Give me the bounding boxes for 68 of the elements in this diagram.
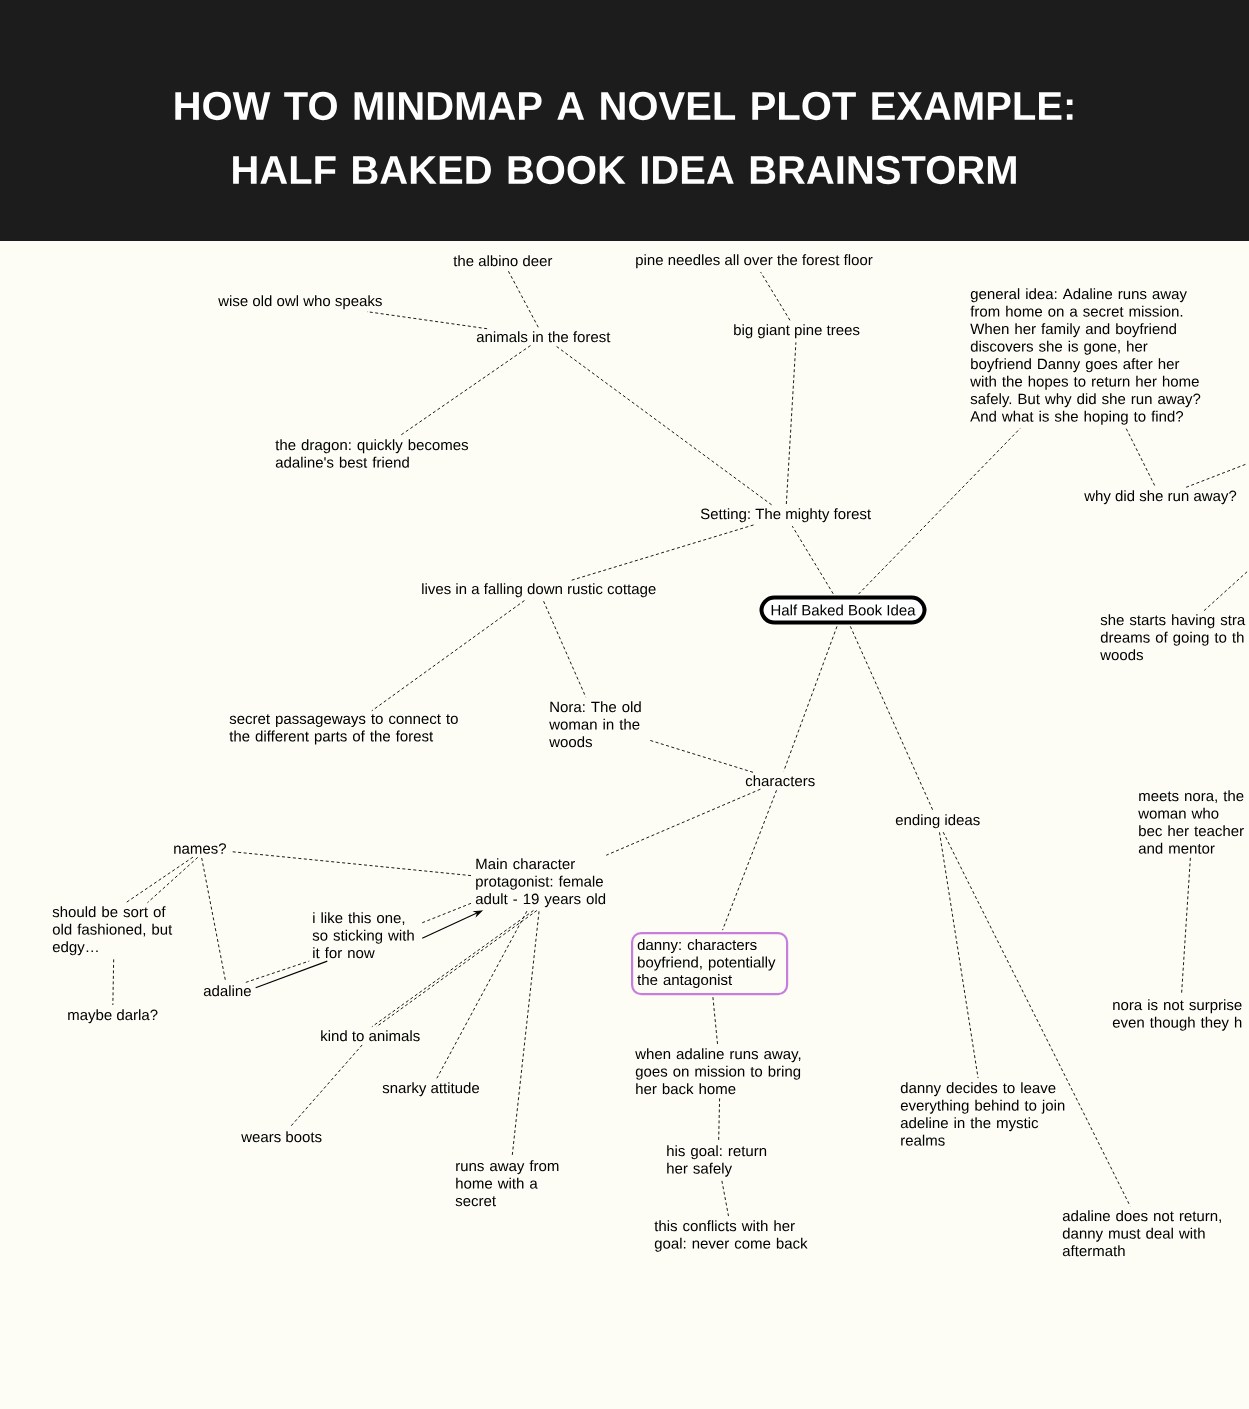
- topic-text: lives in a falling down rustic cottage: [422, 583, 656, 598]
- topic-text: runs away from home with a secret: [455, 1160, 559, 1207]
- topic-box: danny: characters boyfriend, potentially the antagonist: [631, 932, 789, 996]
- topic-text: secret passageways to connect to the different parts of the forest: [229, 714, 458, 745]
- topic-text: ending ideas: [895, 814, 980, 829]
- connector-line: [201, 857, 226, 982]
- topic-text: adaline: [203, 985, 251, 997]
- connector-line: [371, 600, 525, 712]
- topic-text: Main character protagonist: female adult - 19 years old: [475, 858, 606, 908]
- topic-text: nora is not surprise even though they h: [1112, 999, 1242, 1031]
- connector-line: [718, 1098, 721, 1142]
- topic-text: wears boots: [241, 1131, 322, 1143]
- topic-text: this conflicts with her goal: never come back: [654, 1220, 808, 1252]
- topic-text: maybe darla?: [68, 1009, 158, 1024]
- topic-text: big giant pine trees: [734, 324, 860, 339]
- topic-text: kind to animals: [321, 1030, 420, 1042]
- connector-line: [760, 271, 791, 321]
- connector-line: [245, 960, 310, 983]
- connector-line: [570, 524, 754, 581]
- connector-line: [939, 831, 979, 1079]
- topic-text: danny decides to leave everything behind to join adeline in the mystic realms: [900, 1082, 1065, 1146]
- topic-text: snarky attitude: [382, 1082, 480, 1097]
- connector-line: [649, 740, 754, 773]
- connector-line: [722, 789, 777, 931]
- topic-text: general idea: Adaline runs away from home on a secret mission. When her family and boyfriend discovers she is gone, her boyfriend Danny goes after her with the hopes to return her home safely. But why did she run away? And what is she hoping to find?: [970, 288, 1201, 425]
- topic-text: she starts having stra dreams of going to th woods: [1100, 614, 1246, 661]
- title-banner: HOW TO MINDMAP A NOVEL PLOT EXAMPLE: HALF BAKED BOOK IDEA BRAINSTORM: [0, 0, 1249, 241]
- connector-line: [942, 831, 1131, 1207]
- connector-line: [849, 625, 934, 811]
- topic-text: why did she run away?: [1084, 490, 1237, 505]
- connector-line: [147, 856, 199, 904]
- connector-line: [1125, 428, 1156, 487]
- topic-text: his goal: return her safely: [667, 1145, 767, 1177]
- connector-line: [255, 960, 328, 989]
- topic-text: the dragon: quickly becomes adaline's best friend: [275, 439, 469, 468]
- topic-text: characters: [745, 775, 815, 787]
- connector-line: [791, 525, 834, 595]
- connector-line: [421, 902, 472, 924]
- connector-line: [1203, 570, 1248, 612]
- connector-line: [712, 996, 718, 1045]
- topic-text: the albino deer: [453, 255, 553, 267]
- connector-line: [289, 1044, 363, 1128]
- connector-line: [721, 1180, 729, 1217]
- connector-line: [1185, 463, 1248, 488]
- connector-line: [436, 910, 528, 1079]
- topic-text: wise old owl who speaks: [218, 295, 382, 310]
- topic-text: Nora: The old woman in the woods: [549, 701, 641, 748]
- central-topic-bubble: Half Baked Book Idea: [759, 595, 927, 625]
- topic-text: i like this one, so sticking with it for now: [312, 912, 414, 959]
- connector-line: [399, 345, 531, 437]
- topic-text: adaline does not return, danny must deal with aftermath: [1062, 1210, 1221, 1257]
- topic-text: pine needles all over the forest floor: [636, 254, 873, 269]
- connector-line: [783, 625, 838, 772]
- connector-line: [605, 788, 761, 856]
- topic-text: when adaline runs away, goes on mission to bring her back home: [635, 1048, 801, 1095]
- topic-text: should be sort of old fashioned, but edgy…: [52, 906, 173, 956]
- topic-text: meets nora, the woman who bec her teacher and mentor: [1138, 790, 1244, 854]
- connector-line: [125, 856, 194, 904]
- connector-line: [858, 427, 1021, 595]
- connector-line: [112, 958, 115, 1006]
- connector-line: [366, 311, 488, 330]
- topic-text: animals in the forest: [476, 331, 611, 343]
- connector-line: [511, 910, 540, 1157]
- topic-text: names?: [174, 843, 226, 854]
- connector-line: [785, 341, 797, 505]
- connector-line: [554, 345, 773, 506]
- connector-line: [507, 269, 539, 328]
- topic-text: Setting: The mighty forest: [700, 508, 871, 523]
